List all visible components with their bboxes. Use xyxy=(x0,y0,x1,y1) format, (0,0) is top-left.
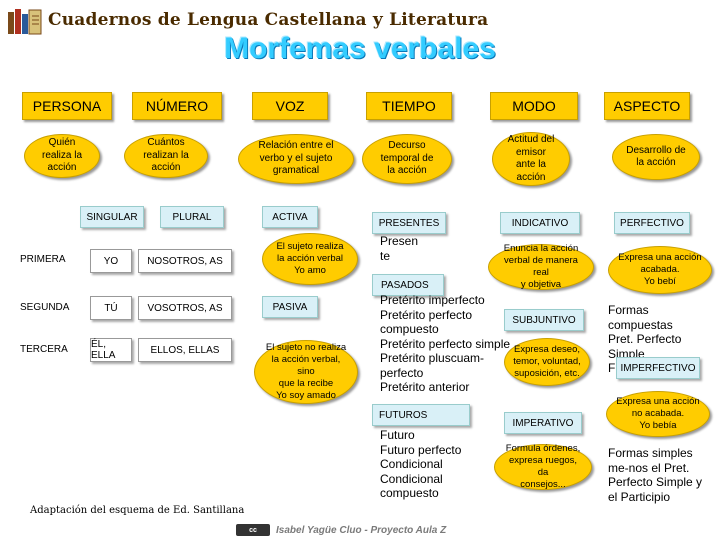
definition-tiempo: Decurso temporal de la acción xyxy=(362,134,452,184)
numero-singular: SINGULAR xyxy=(80,206,144,228)
header-tiempo: TIEMPO xyxy=(366,92,452,120)
definition-modo: Actitud del emisor ante la acción xyxy=(492,132,570,186)
tiempo-pasados: PASADOS xyxy=(372,274,444,296)
footer-author: Isabel Yagüe Cluo - Proyecto Aula Z xyxy=(276,524,447,536)
definition-persona: Quién realiza la acción xyxy=(24,134,100,178)
tiempo-futuros-list: Futuro Futuro perfecto Condicional Condi… xyxy=(380,428,462,500)
header-persona: PERSONA xyxy=(22,92,112,120)
aspecto-imperfectivo-description: Expresa una acción no acabada. Yo bebía xyxy=(606,391,710,437)
persona-primera: PRIMERA xyxy=(20,254,66,265)
tiempo-presentes-list: Presen te xyxy=(380,234,419,263)
books-logo-icon xyxy=(8,9,42,35)
numero-plural: PLURAL xyxy=(160,206,224,228)
page-title: Morfemas verbales xyxy=(224,32,496,65)
pronoun-nosotros: NOSOTROS, AS xyxy=(138,249,232,273)
source-credit: Adaptación del esquema de Ed. Santillana xyxy=(30,505,245,516)
site-title: Cuadernos de Lengua Castellana y Literat… xyxy=(48,10,489,30)
persona-segunda: SEGUNDA xyxy=(20,302,70,313)
creative-commons-icon: cc xyxy=(236,524,270,536)
pronoun-tu: TÚ xyxy=(90,296,132,320)
voz-activa: ACTIVA xyxy=(262,206,318,228)
modo-indicativo-description: Enuncia la acción verbal de manera real … xyxy=(488,243,594,290)
definition-aspecto: Desarrollo de la acción xyxy=(612,134,700,180)
pronoun-ellos-ellas: ELLOS, ELLAS xyxy=(138,338,232,362)
voz-pasiva-description: El sujeto no realiza la acción verbal, s… xyxy=(254,340,358,404)
pronoun-vosotros: VOSOTROS, AS xyxy=(138,296,232,320)
tiempo-pasados-list: Pretérito imperfecto Pretérito perfecto … xyxy=(380,293,511,394)
aspecto-imperfectivo: IMPERFECTIVO xyxy=(616,357,700,379)
header-modo: MODO xyxy=(490,92,578,120)
header-voz: VOZ xyxy=(252,92,328,120)
tiempo-futuros: FUTUROS xyxy=(372,404,470,426)
modo-subjuntivo-description: Expresa deseo, temor, voluntad, suposici… xyxy=(504,338,590,386)
header-numero: NÚMERO xyxy=(132,92,222,120)
modo-subjuntivo: SUBJUNTIVO xyxy=(504,309,584,331)
aspecto-perfectivo-description: Expresa una acción acabada. Yo bebí xyxy=(608,246,712,294)
voz-pasiva: PASIVA xyxy=(262,296,318,318)
modo-imperativo: IMPERATIVO xyxy=(504,412,582,434)
tiempo-presentes: PRESENTES xyxy=(372,212,446,234)
footer: cc Isabel Yagüe Cluo - Proyecto Aula Z xyxy=(236,522,446,538)
definition-numero: Cuántos realizan la acción xyxy=(124,134,208,178)
pronoun-yo: YO xyxy=(90,249,132,273)
header-aspecto: ASPECTO xyxy=(604,92,690,120)
persona-tercera: TERCERA xyxy=(20,344,68,355)
modo-imperativo-description: Formula órdenes, expresa ruegos, da cons… xyxy=(494,443,592,490)
modo-indicativo: INDICATIVO xyxy=(500,212,580,234)
voz-activa-description: El sujeto realiza la acción verbal Yo am… xyxy=(262,233,358,285)
definition-voz: Relación entre el verbo y el sujeto gram… xyxy=(238,134,354,184)
aspecto-imperfectivo-forms: Formas simples me-nos el Pret. Perfecto … xyxy=(608,446,703,504)
pronoun-el-ella: ÉL, ELLA xyxy=(90,338,132,362)
aspecto-perfectivo: PERFECTIVO xyxy=(614,212,690,234)
